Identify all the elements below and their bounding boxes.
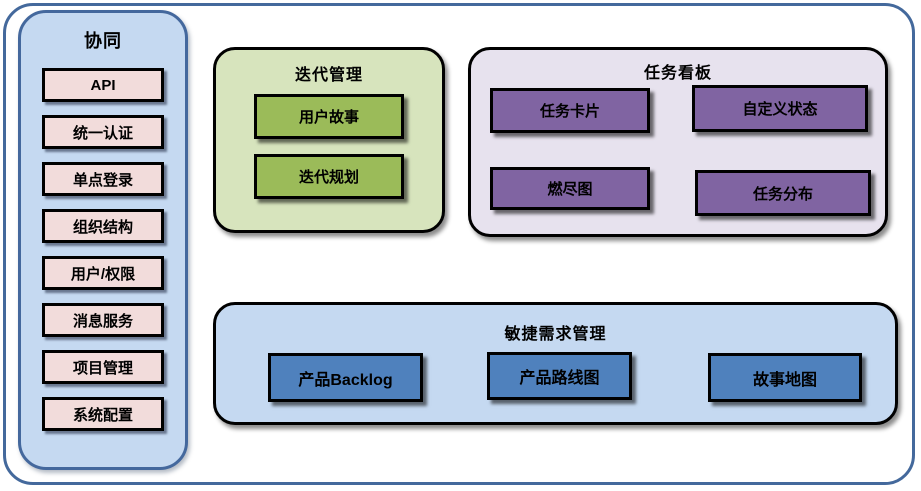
sidebar-item-system-config: 系统配置	[42, 397, 164, 431]
sidebar-item-list: API 统一认证 单点登录 组织结构 用户/权限 消息服务 项目管理 系统配置	[42, 68, 164, 431]
sidebar-item-org-structure: 组织结构	[42, 209, 164, 243]
sidebar-item-users-permissions: 用户/权限	[42, 256, 164, 290]
panel-requirements-title: 敏捷需求管理	[504, 326, 607, 343]
iteration-item-list: 用户故事 迭代规划	[216, 94, 442, 199]
panel-iteration-management: 迭代管理 用户故事 迭代规划	[213, 47, 445, 233]
block-iteration-planning: 迭代规划	[254, 154, 404, 199]
sidebar-item-sso: 单点登录	[42, 162, 164, 196]
sidebar-collaboration-panel: 协同 API 统一认证 单点登录 组织结构 用户/权限 消息服务 项目管理 系统…	[18, 10, 188, 470]
sidebar-item-message-service: 消息服务	[42, 303, 164, 337]
sidebar-item-api: API	[42, 68, 164, 102]
sidebar-title: 协同	[84, 31, 122, 51]
sidebar-item-unified-auth: 统一认证	[42, 115, 164, 149]
panel-kanban-title: 任务看板	[643, 65, 712, 82]
block-user-story: 用户故事	[254, 94, 404, 139]
block-task-distribution: 任务分布	[695, 170, 871, 216]
sidebar-item-project-management: 项目管理	[42, 350, 164, 384]
panel-iteration-title: 迭代管理	[294, 67, 363, 84]
block-burndown-chart: 燃尽图	[490, 167, 650, 210]
block-custom-status: 自定义状态	[692, 85, 868, 132]
panel-task-kanban: 任务看板 任务卡片 自定义状态 燃尽图 任务分布	[468, 47, 888, 237]
block-product-roadmap: 产品路线图	[487, 352, 632, 400]
block-product-backlog: 产品Backlog	[268, 353, 423, 402]
panel-agile-requirements: 敏捷需求管理 产品Backlog 产品路线图 故事地图	[213, 302, 898, 425]
block-story-map: 故事地图	[708, 353, 862, 402]
block-task-card: 任务卡片	[490, 88, 650, 133]
